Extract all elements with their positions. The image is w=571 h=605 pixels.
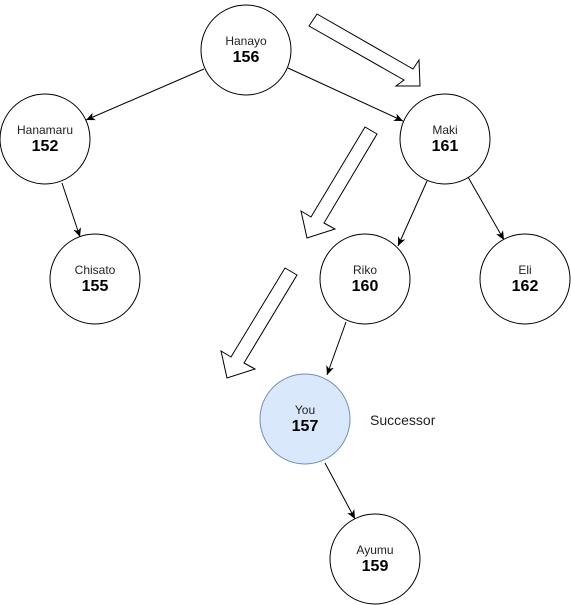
- node-value: 152: [32, 138, 59, 155]
- tree-node-maki: Maki 161: [399, 93, 491, 185]
- node-name: Maki: [432, 123, 457, 137]
- tree-node-hanamaru: Hanamaru 152: [0, 93, 91, 185]
- node-value: 159: [362, 558, 389, 575]
- tree-edges: [61, 67, 505, 520]
- traversal-arrow-maki-to-riko: [300, 126, 378, 239]
- tree-node-ayumu: Ayumu 159: [329, 513, 421, 605]
- node-name: Hanayo: [225, 34, 267, 48]
- edge-maki-riko: [397, 180, 428, 247]
- node-value: 155: [82, 278, 109, 295]
- tree-node-eli: Eli 162: [479, 233, 571, 325]
- node-value: 157: [292, 418, 319, 435]
- edge-maki-eli: [467, 176, 505, 241]
- edge-you-ayumu: [324, 462, 356, 520]
- edge-hanayo-hanamaru: [85, 68, 205, 121]
- edge-riko-you: [326, 321, 347, 376]
- node-value: 156: [233, 49, 260, 66]
- node-circle: [399, 93, 491, 185]
- node-circle: [200, 4, 292, 96]
- node-name: Ayumu: [356, 543, 393, 557]
- edge-hanayo-maki: [287, 67, 404, 122]
- node-circle-highlighted: [259, 373, 351, 465]
- node-circle: [319, 233, 411, 325]
- node-name: Chisato: [75, 263, 116, 277]
- node-circle: [479, 233, 571, 325]
- node-circle: [329, 513, 421, 605]
- tree-node-you: You 157: [259, 373, 351, 465]
- edge-hanamaru-chisato: [61, 182, 81, 238]
- node-value: 162: [512, 278, 539, 295]
- node-circle: [49, 233, 141, 325]
- node-value: 161: [432, 138, 459, 155]
- tree-node-hanayo: Hanayo 156: [200, 4, 292, 96]
- tree-node-chisato: Chisato 155: [49, 233, 141, 325]
- node-name: You: [295, 403, 315, 417]
- tree-node-riko: Riko 160: [319, 233, 411, 325]
- node-value: 160: [352, 278, 379, 295]
- node-name: Hanamaru: [17, 123, 73, 137]
- node-name: Riko: [353, 263, 377, 277]
- successor-label: Successor: [370, 412, 436, 428]
- traversal-arrow-riko-to-you: [220, 267, 298, 379]
- traversal-arrows: [220, 13, 421, 379]
- node-circle: [0, 93, 91, 185]
- traversal-arrow-hanayo-to-maki: [308, 13, 421, 87]
- node-name: Eli: [518, 263, 531, 277]
